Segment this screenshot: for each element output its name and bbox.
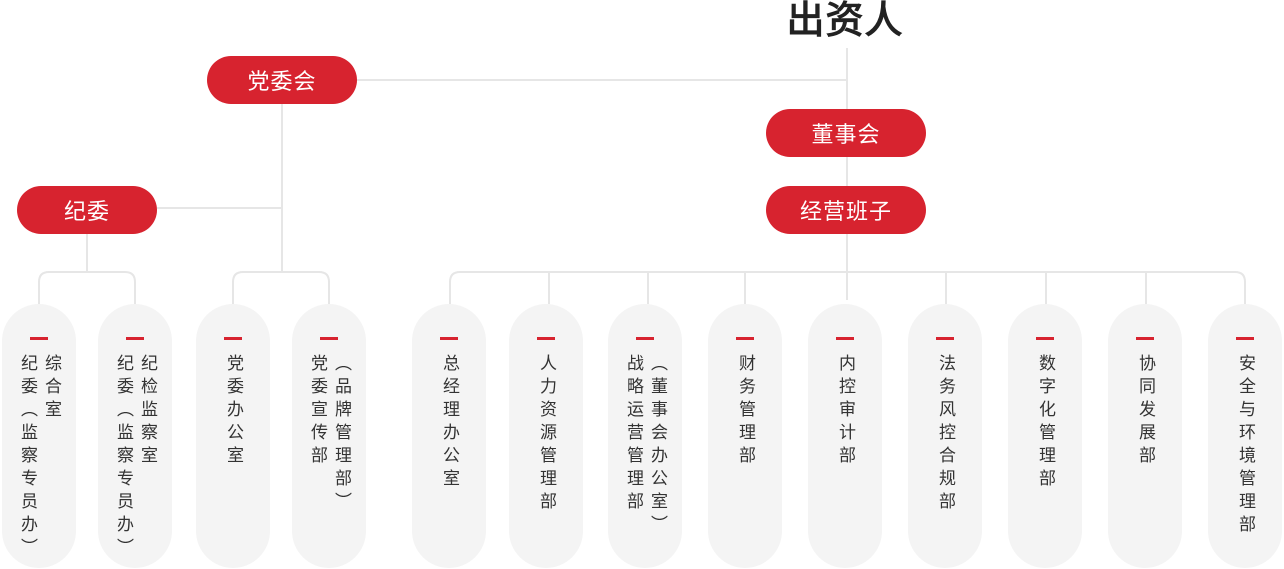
- accent-mark: [320, 337, 338, 340]
- accent-mark: [1136, 337, 1154, 340]
- department-name: 人力资源管理部: [509, 354, 583, 515]
- accent-mark: [224, 337, 242, 340]
- department-card[interactable]: 党委办公室: [196, 304, 270, 568]
- department-name: （董事会办公室）战略运营管理部: [608, 354, 682, 538]
- department-name: 数字化管理部: [1008, 354, 1082, 492]
- department-name-line: 财务管理部: [735, 354, 755, 469]
- accent-mark: [936, 337, 954, 340]
- accent-mark: [836, 337, 854, 340]
- department-card[interactable]: （品牌管理部）党委宣传部: [292, 304, 366, 568]
- department-name: （品牌管理部）党委宣传部: [292, 354, 366, 515]
- department-name-line: 内控审计部: [835, 354, 855, 469]
- department-card[interactable]: 法务风控合规部: [908, 304, 982, 568]
- department-name-line: （董事会办公室）: [647, 354, 667, 538]
- accent-mark: [30, 337, 48, 340]
- department-name-line: 纪委（监察专员办）: [113, 354, 133, 561]
- department-name-line: 党委宣传部: [307, 354, 327, 469]
- discipline-committee-node[interactable]: 纪委: [17, 186, 157, 234]
- party-committee-node[interactable]: 党委会: [207, 56, 357, 104]
- accent-mark: [537, 337, 555, 340]
- department-name: 内控审计部: [808, 354, 882, 469]
- department-name-line: 人力资源管理部: [536, 354, 556, 515]
- department-name-line: 党委办公室: [223, 354, 243, 469]
- board-of-directors-node[interactable]: 董事会: [766, 109, 926, 157]
- department-card[interactable]: 数字化管理部: [1008, 304, 1082, 568]
- department-name: 安全与环境管理部: [1208, 354, 1282, 538]
- accent-mark: [636, 337, 654, 340]
- accent-mark: [1036, 337, 1054, 340]
- department-card[interactable]: 纪检监察室纪委（监察专员办）: [98, 304, 172, 568]
- accent-mark: [1236, 337, 1254, 340]
- department-card[interactable]: 财务管理部: [708, 304, 782, 568]
- department-name-line: 总经理办公室: [439, 354, 459, 492]
- department-name-line: 纪委（监察专员办）: [17, 354, 37, 561]
- department-card[interactable]: （董事会办公室）战略运营管理部: [608, 304, 682, 568]
- department-name-line: 协同发展部: [1135, 354, 1155, 469]
- department-name: 党委办公室: [196, 354, 270, 469]
- department-name-line: 数字化管理部: [1035, 354, 1055, 492]
- department-card[interactable]: 安全与环境管理部: [1208, 304, 1282, 568]
- department-name: 综合室纪委（监察专员办）: [2, 354, 76, 561]
- department-card[interactable]: 总经理办公室: [412, 304, 486, 568]
- department-card[interactable]: 人力资源管理部: [509, 304, 583, 568]
- department-name-line: 纪检监察室: [137, 354, 157, 469]
- department-name-line: （品牌管理部）: [331, 354, 351, 515]
- accent-mark: [126, 337, 144, 340]
- department-card[interactable]: 内控审计部: [808, 304, 882, 568]
- investor-title: 出资人: [786, 0, 904, 42]
- department-card[interactable]: 综合室纪委（监察专员办）: [2, 304, 76, 568]
- department-name: 协同发展部: [1108, 354, 1182, 469]
- accent-mark: [440, 337, 458, 340]
- department-name: 总经理办公室: [412, 354, 486, 492]
- accent-mark: [736, 337, 754, 340]
- department-name-line: 综合室: [41, 354, 61, 423]
- department-name: 纪检监察室纪委（监察专员办）: [98, 354, 172, 561]
- department-name-line: 战略运营管理部: [623, 354, 643, 515]
- department-card[interactable]: 协同发展部: [1108, 304, 1182, 568]
- department-name-line: 安全与环境管理部: [1235, 354, 1255, 538]
- department-name-line: 法务风控合规部: [935, 354, 955, 515]
- department-name: 法务风控合规部: [908, 354, 982, 515]
- management-team-node[interactable]: 经营班子: [766, 186, 926, 234]
- department-name: 财务管理部: [708, 354, 782, 469]
